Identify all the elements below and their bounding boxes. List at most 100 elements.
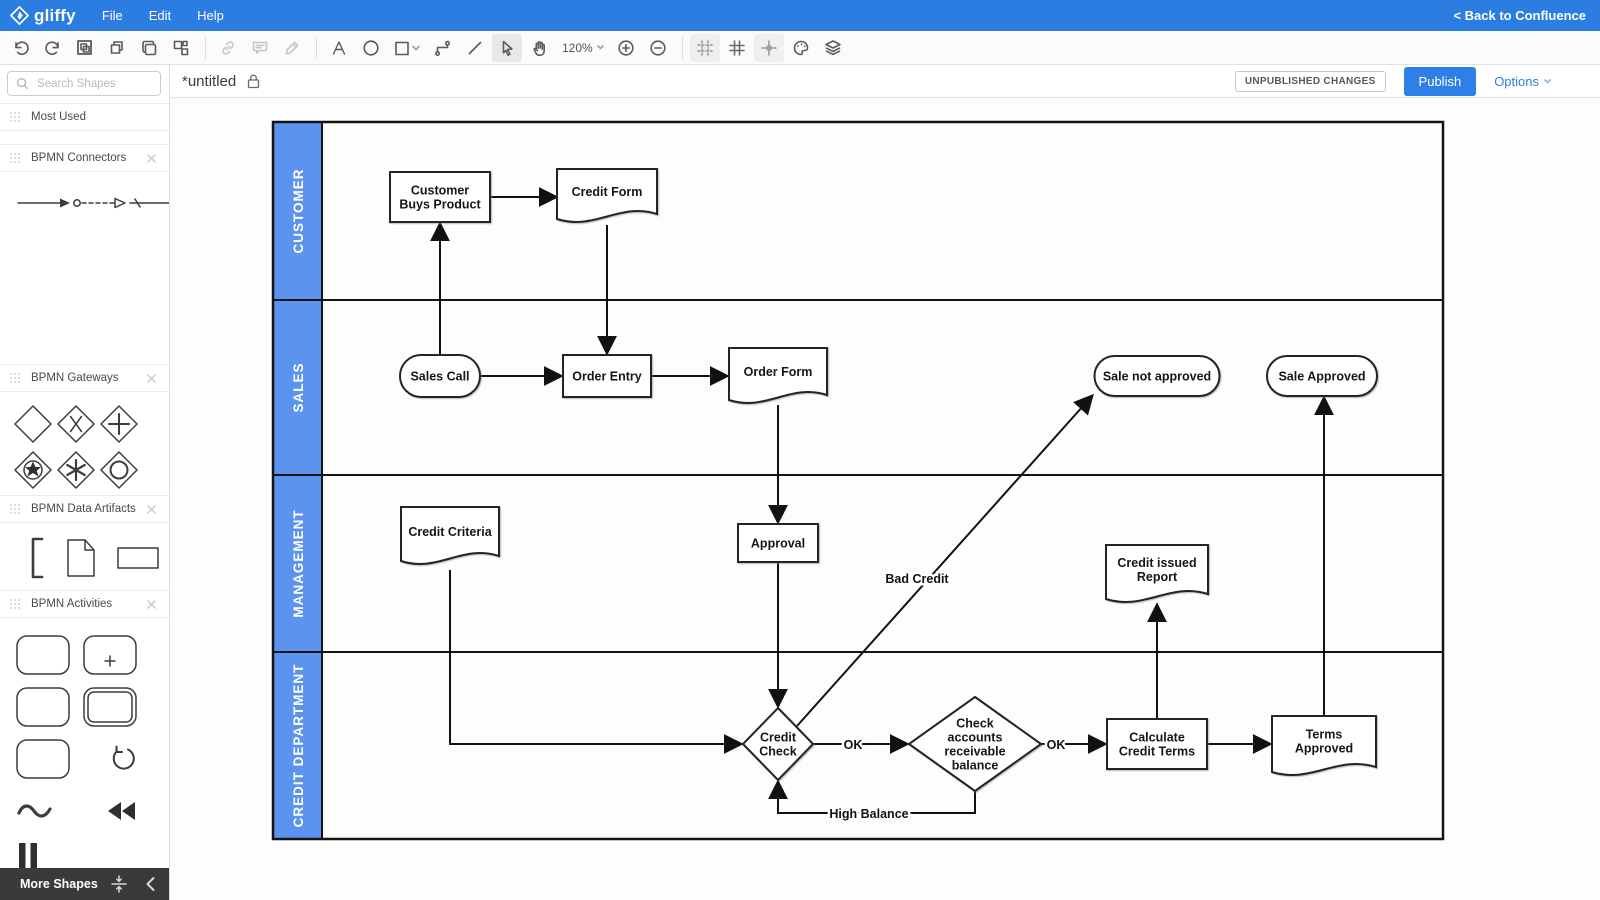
back-to-confluence-link[interactable]: < Back to Confluence	[1453, 8, 1586, 23]
shape-data-store[interactable]	[116, 546, 160, 570]
shape-task-2[interactable]	[15, 686, 71, 728]
lane-label[interactable]: CREDIT DEPARTMENT	[291, 664, 306, 828]
options-dropdown[interactable]: Options	[1494, 74, 1552, 89]
edge-highbalance-loop[interactable]	[768, 779, 976, 814]
shape-group-bracket[interactable]	[29, 537, 45, 579]
edge-label-badcredit-to-salenotapproved[interactable]: Bad Credit	[883, 570, 952, 589]
snap-button[interactable]	[753, 33, 784, 62]
ungroup-button[interactable]	[166, 34, 196, 62]
shape-pause-task[interactable]	[15, 841, 41, 885]
lane-label[interactable]: MANAGEMENT	[291, 509, 306, 617]
layers-button[interactable]	[818, 34, 848, 62]
node-calculate-credit-terms[interactable]	[1106, 718, 1208, 770]
edge-label-checkaccounts-to-calcterms[interactable]: OK	[1044, 736, 1068, 755]
node-label-order-form[interactable]: Order Form	[744, 365, 813, 379]
zoom-in-button[interactable]	[611, 34, 641, 62]
node-credit-issued-report[interactable]	[1105, 544, 1209, 603]
pan-tool-button[interactable]	[524, 34, 554, 62]
collapse-panel-icon[interactable]	[110, 875, 128, 893]
node-credit-criteria[interactable]	[400, 506, 500, 565]
edge-label-creditcheck-to-checkaccounts[interactable]: OK	[841, 736, 865, 755]
search-input[interactable]	[35, 76, 149, 91]
comment-button[interactable]	[245, 34, 275, 62]
shape-task-3[interactable]	[15, 738, 71, 780]
shape-parallel-gateway[interactable]	[99, 404, 139, 444]
eyedropper-button[interactable]	[277, 34, 307, 62]
node-sale-not-approved[interactable]	[1093, 355, 1221, 397]
node-label-credit-criteria[interactable]: Credit Criteria	[408, 525, 492, 539]
shape-inclusive-gateway[interactable]	[99, 450, 139, 490]
close-section-icon[interactable]	[146, 153, 157, 164]
shape-event-gateway[interactable]	[56, 450, 96, 490]
sidebar-section-bpmn-gateways[interactable]: BPMN Gateways	[0, 364, 169, 392]
node-sales-call[interactable]	[399, 354, 481, 398]
shape-task[interactable]	[15, 634, 71, 676]
menu-file[interactable]: File	[101, 8, 123, 23]
link-button[interactable]	[213, 34, 243, 62]
text-tool-button[interactable]	[324, 34, 354, 62]
publish-button[interactable]: Publish	[1403, 66, 1477, 96]
grid-button[interactable]	[722, 34, 752, 62]
node-order-entry[interactable]	[562, 354, 652, 398]
pool-border[interactable]	[271, 120, 1445, 841]
shape-message-flow[interactable]	[72, 195, 128, 211]
diagram-canvas[interactable]: CUSTOMER SALES MANAGEMENT CREDIT DEPARTMENT…	[170, 98, 1600, 900]
node-label-sale-approved[interactable]: Sale Approved	[1278, 370, 1365, 384]
lane-label[interactable]: CUSTOMER	[291, 168, 306, 253]
node-sale-approved[interactable]	[1266, 355, 1378, 397]
shape-gateway[interactable]	[13, 404, 53, 444]
edge-label-highbalance-loop[interactable]: High Balance	[827, 805, 911, 824]
close-section-icon[interactable]	[146, 504, 157, 515]
node-credit-check[interactable]	[741, 706, 815, 782]
ellipse-tool-button[interactable]	[356, 34, 386, 62]
node-credit-form[interactable]	[556, 168, 658, 223]
node-label-sales-call[interactable]: Sales Call	[410, 370, 469, 384]
shape-search[interactable]	[7, 71, 161, 96]
lane-label[interactable]: SALES	[291, 362, 306, 412]
more-shapes-bar[interactable]: More Shapes	[0, 868, 169, 900]
shape-default-flow[interactable]	[128, 195, 169, 211]
sidebar-section-bpmn-activities[interactable]: BPMN Activities	[0, 590, 169, 618]
node-terms-approved[interactable]	[1271, 715, 1377, 776]
shape-tool-button[interactable]	[388, 34, 426, 62]
shape-subprocess[interactable]	[82, 634, 138, 676]
node-customer-buys-product[interactable]	[389, 171, 491, 223]
shape-exclusive-gateway[interactable]	[56, 404, 96, 444]
close-section-icon[interactable]	[146, 373, 157, 384]
connector-tool-button[interactable]	[428, 34, 458, 62]
close-section-icon[interactable]	[146, 599, 157, 610]
node-check-accounts[interactable]	[907, 695, 1043, 793]
shape-ad-hoc-task[interactable]	[15, 801, 55, 821]
menu-edit[interactable]: Edit	[148, 8, 172, 23]
edge-criteria-to-creditcheck[interactable]	[449, 570, 744, 754]
shape-loop-task[interactable]	[106, 743, 138, 775]
menu-help[interactable]: Help	[197, 8, 224, 23]
redo-button[interactable]	[38, 34, 68, 62]
shape-data-object[interactable]	[64, 538, 98, 578]
zoom-out-button[interactable]	[643, 34, 673, 62]
undo-button[interactable]	[6, 34, 36, 62]
group-button[interactable]	[70, 34, 100, 62]
shape-compensation-task[interactable]	[106, 800, 138, 822]
bring-forward-button[interactable]	[102, 34, 132, 62]
node-order-form[interactable]	[728, 347, 828, 404]
collapse-sidebar-icon[interactable]	[144, 876, 156, 892]
sidebar-section-bpmn-data-artifacts[interactable]: BPMN Data Artifacts	[0, 495, 169, 523]
theme-button[interactable]	[786, 34, 816, 62]
sidebar-section-most-used[interactable]: Most Used	[0, 103, 169, 131]
sidebar-section-bpmn-connectors[interactable]: BPMN Connectors	[0, 144, 169, 172]
shape-transaction[interactable]	[82, 686, 138, 728]
node-label-order-entry[interactable]: Order Entry	[572, 370, 642, 384]
node-approval[interactable]	[737, 523, 819, 563]
grid-dots-button[interactable]	[689, 33, 720, 62]
shape-complex-gateway[interactable]	[13, 450, 53, 490]
node-label-sale-not-approved[interactable]: Sale not approved	[1103, 370, 1211, 384]
node-label-approval[interactable]: Approval	[751, 537, 805, 551]
pointer-tool-button[interactable]	[492, 33, 522, 62]
